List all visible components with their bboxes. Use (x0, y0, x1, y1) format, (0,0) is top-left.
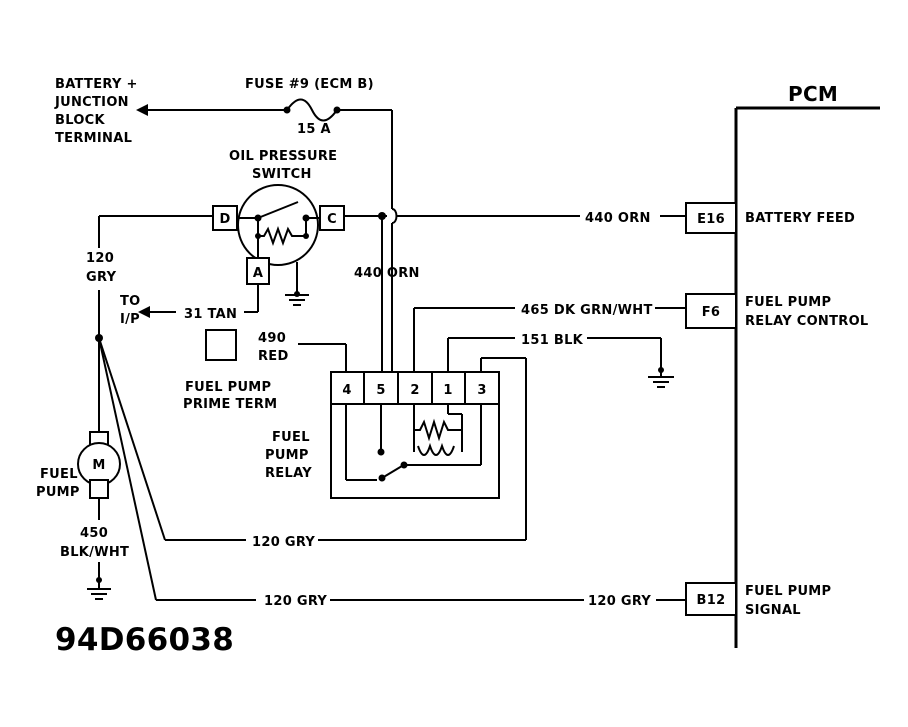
svg-text:E16: E16 (697, 212, 725, 227)
battery-junction-label-4: TERMINAL (55, 131, 132, 146)
blk-wire (447, 337, 674, 388)
relay-title-1: FUEL (272, 430, 310, 445)
relay-pin-3: 3 (477, 383, 486, 398)
relay-pin-1: 1 (443, 383, 452, 398)
blk-wht-label-1: 450 (80, 526, 108, 541)
red-wire-label-1: 490 (258, 331, 286, 346)
red-wire (298, 343, 347, 372)
orn-wire-e16-label: 440 ORN (585, 211, 651, 226)
prime-term-label-1: FUEL PUMP (185, 380, 271, 395)
blk-wht-label-2: BLK/WHT (60, 545, 129, 560)
fuel-pump-prime-terminal (205, 329, 237, 361)
battery-junction-label-2: JUNCTION (54, 95, 129, 110)
fuel-pump-signal-label-1: FUEL PUMP (745, 584, 831, 599)
prime-term-label-2: PRIME TERM (183, 397, 277, 412)
relay-pin-5: 5 (376, 383, 385, 398)
fuel-pump-signal-label-2: SIGNAL (745, 603, 801, 618)
orn-wire-vertical-label: 440 ORN (354, 266, 420, 281)
fuel-pump-relay (330, 371, 500, 499)
dk-grn-wire-label: 465 DK GRN/WHT (521, 303, 653, 318)
fuel-pump-label-2: PUMP (36, 485, 80, 500)
svg-text:F6: F6 (702, 305, 721, 320)
pcm-terminal-e16: E16 (685, 202, 737, 234)
pcm-terminal-b12: B12 (685, 582, 737, 616)
relay-title-2: PUMP (265, 448, 309, 463)
diagram-id: 94D66038 (55, 622, 234, 658)
oil-switch-title-1: OIL PRESSURE (229, 149, 337, 164)
to-ip-label-1: TO (120, 294, 141, 309)
oil-switch-title-2: SWITCH (252, 167, 312, 182)
fuse-rating-label: 15 A (297, 122, 331, 137)
fuel-pump-label-1: FUEL (40, 467, 78, 482)
dk-grn-wire (413, 307, 686, 372)
gry-wire-b12-left-label: 120 GRY (264, 594, 327, 609)
fuse-name-label: FUSE #9 (ECM B) (245, 77, 374, 92)
relay-pin-4: 4 (342, 383, 351, 398)
fuse-wire (136, 98, 398, 372)
gry-top-label-2: GRY (86, 270, 117, 285)
pump-ground (87, 498, 111, 600)
svg-text:B12: B12 (697, 593, 726, 608)
fuel-pump-relay-control-label-1: FUEL PUMP (745, 295, 831, 310)
fuel-pump-relay-control-label-2: RELAY CONTROL (745, 314, 869, 329)
gry-wire-main (95, 215, 213, 601)
gry-top-label-1: 120 (86, 251, 114, 266)
gry-wire-relay (165, 357, 527, 541)
oil-switch-pin-a: A (253, 266, 263, 281)
pcm-terminal-f6: F6 (685, 293, 737, 329)
oil-switch-ground (285, 262, 309, 306)
oil-pressure-switch (212, 184, 345, 285)
gry-wire-relay-label: 120 GRY (252, 535, 315, 550)
tan-wire-label: 31 TAN (184, 307, 237, 322)
tan-wire (138, 284, 259, 318)
blk-wire-label: 151 BLK (521, 333, 584, 348)
relay-title-3: RELAY (265, 466, 312, 481)
battery-feed-label: BATTERY FEED (745, 211, 855, 226)
red-wire-label-2: RED (258, 349, 289, 364)
pcm-title: PCM (788, 82, 838, 106)
oil-switch-pin-d: D (219, 212, 230, 227)
oil-switch-pin-c: C (327, 212, 337, 227)
to-ip-label-2: I/P (120, 312, 140, 327)
battery-junction-label-3: BLOCK (55, 113, 106, 128)
relay-pin-2: 2 (410, 383, 419, 398)
orn-wire-e16 (344, 212, 686, 372)
battery-junction-label-1: BATTERY + (55, 77, 138, 92)
motor-symbol-label: M (92, 458, 105, 473)
gry-wire-b12-right-label: 120 GRY (588, 594, 651, 609)
